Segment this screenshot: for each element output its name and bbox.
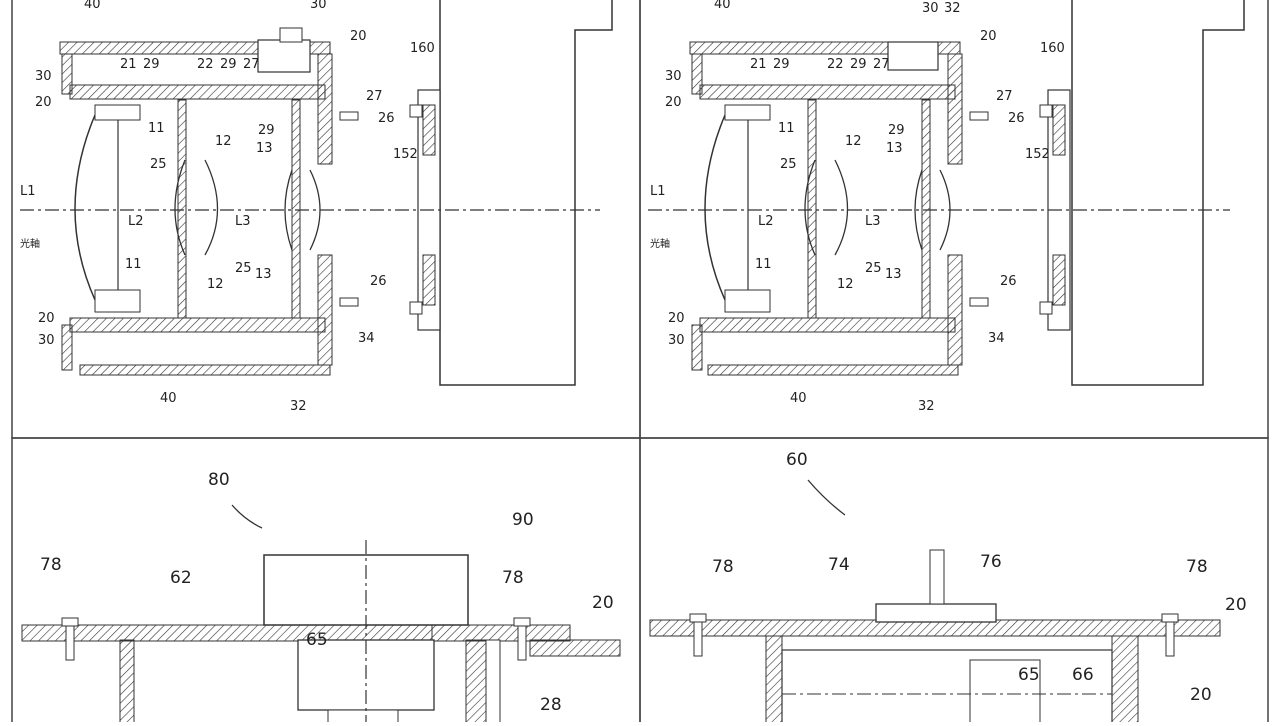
- br-label-74: 74: [828, 555, 850, 575]
- tl-label-27a: 27: [243, 57, 260, 72]
- tr-label-40-top: 40: [714, 0, 731, 12]
- tl-label-26-top: 26: [378, 111, 395, 126]
- br-label-78-right: 78: [1186, 557, 1208, 577]
- tl-label-11-bottom: 11: [125, 257, 142, 272]
- tr-label-L3: L3: [865, 214, 881, 229]
- tr-label-11-bottom: 11: [755, 257, 772, 272]
- tr-label-20-left: 20: [665, 95, 682, 110]
- tr-label-25-top: 25: [780, 157, 797, 172]
- tl-label-13-top: 13: [256, 141, 273, 156]
- tr-label-27a: 27: [873, 57, 890, 72]
- tr-label-L1: L1: [650, 184, 666, 199]
- tr-label-29c: 29: [888, 123, 905, 138]
- br-label-66: 66: [1072, 665, 1094, 685]
- tl-label-22: 22: [197, 57, 214, 72]
- tl-label-40-bottom: 40: [160, 391, 177, 406]
- bl-label-90: 90: [512, 510, 534, 530]
- panel-borders: [11, 0, 1269, 726]
- tr-label-20-top: 20: [980, 29, 997, 44]
- bl-label-65: 65: [306, 630, 328, 650]
- tl-label-25-top: 25: [150, 157, 167, 172]
- tl-label-40-top: 40: [84, 0, 101, 12]
- tl-label-20-left: 20: [35, 95, 52, 110]
- tl-label-11-top: 11: [148, 121, 165, 136]
- bottom-left-diagram: 80 90 78 62 78 20 65 28: [21, 470, 621, 726]
- tr-label-160: 160: [1040, 41, 1065, 56]
- tr-label-30-bottom: 30: [668, 333, 685, 348]
- tl-label-27b: 27: [366, 89, 383, 104]
- tl-label-29b: 29: [220, 57, 237, 72]
- bl-label-20: 20: [592, 593, 614, 613]
- tr-label-25-bottom: 25: [865, 261, 882, 276]
- tl-label-26-bottom: 26: [370, 274, 387, 289]
- tr-label-12-bottom: 12: [837, 277, 854, 292]
- tl-label-29c: 29: [258, 123, 275, 138]
- tr-label-30-top: 30: [922, 1, 939, 16]
- tr-label-11-top: 11: [778, 121, 795, 136]
- tr-label-32-bottom: 32: [918, 399, 935, 414]
- tr-label-27b: 27: [996, 89, 1013, 104]
- tl-label-20-top: 20: [350, 29, 367, 44]
- tr-label-13-top: 13: [886, 141, 903, 156]
- tr-label-40-bottom: 40: [790, 391, 807, 406]
- top-right-lens-diagram: 40 30 32 20 30 21 29 22 29 27 20 11 25 1…: [648, 0, 1245, 414]
- tr-label-13-bottom: 13: [885, 267, 902, 282]
- br-label-20-top: 20: [1225, 595, 1247, 615]
- br-label-60: 60: [786, 450, 808, 470]
- tr-label-32-top: 32: [944, 1, 961, 16]
- tl-label-160: 160: [410, 41, 435, 56]
- bl-label-80: 80: [208, 470, 230, 490]
- br-label-20-right: 20: [1190, 685, 1212, 705]
- tr-label-152: 152: [1025, 147, 1050, 162]
- tl-label-30b: 30: [310, 0, 327, 12]
- tr-label-29a: 29: [773, 57, 790, 72]
- tr-label-22: 22: [827, 57, 844, 72]
- tl-label-L2: L2: [128, 214, 144, 229]
- tl-label-optical-axis: 光軸: [20, 237, 40, 250]
- top-left-lens-diagram: 40 30 21 29 22 29 27 20 30 20 11 25 12 1…: [20, 0, 613, 414]
- tr-label-26-top: 26: [1008, 111, 1025, 126]
- tr-label-26-bottom: 26: [1000, 274, 1017, 289]
- bl-label-28: 28: [540, 695, 562, 715]
- bl-label-78-left: 78: [40, 555, 62, 575]
- tl-label-21: 21: [120, 57, 137, 72]
- tl-label-12-bottom: 12: [207, 277, 224, 292]
- tl-label-L1: L1: [20, 184, 36, 199]
- br-label-65: 65: [1018, 665, 1040, 685]
- br-label-76: 76: [980, 552, 1002, 572]
- tl-label-25-bottom: 25: [235, 261, 252, 276]
- tr-label-29b: 29: [850, 57, 867, 72]
- tr-label-34: 34: [988, 331, 1005, 346]
- tl-label-L3: L3: [235, 214, 251, 229]
- tl-label-30-bottom: 30: [38, 333, 55, 348]
- tr-label-12-top: 12: [845, 134, 862, 149]
- tr-label-L2: L2: [758, 214, 774, 229]
- tl-label-30-top: 30: [35, 69, 52, 84]
- bl-label-78-right: 78: [502, 568, 524, 588]
- tl-label-12-top: 12: [215, 134, 232, 149]
- tr-label-21: 21: [750, 57, 767, 72]
- tl-label-34: 34: [358, 331, 375, 346]
- tl-label-20-bottom: 20: [38, 311, 55, 326]
- tl-label-152: 152: [393, 147, 418, 162]
- tl-label-29a: 29: [143, 57, 160, 72]
- tr-label-30-left: 30: [665, 69, 682, 84]
- tr-label-optical-axis: 光軸: [650, 237, 670, 250]
- br-label-78-left: 78: [712, 557, 734, 577]
- tr-label-20-bottom: 20: [668, 311, 685, 326]
- bottom-right-diagram: 60 78 74 76 78 20 65 66 20: [649, 450, 1247, 726]
- tl-label-32: 32: [290, 399, 307, 414]
- tl-label-13-bottom: 13: [255, 267, 272, 282]
- bl-label-62: 62: [170, 568, 192, 588]
